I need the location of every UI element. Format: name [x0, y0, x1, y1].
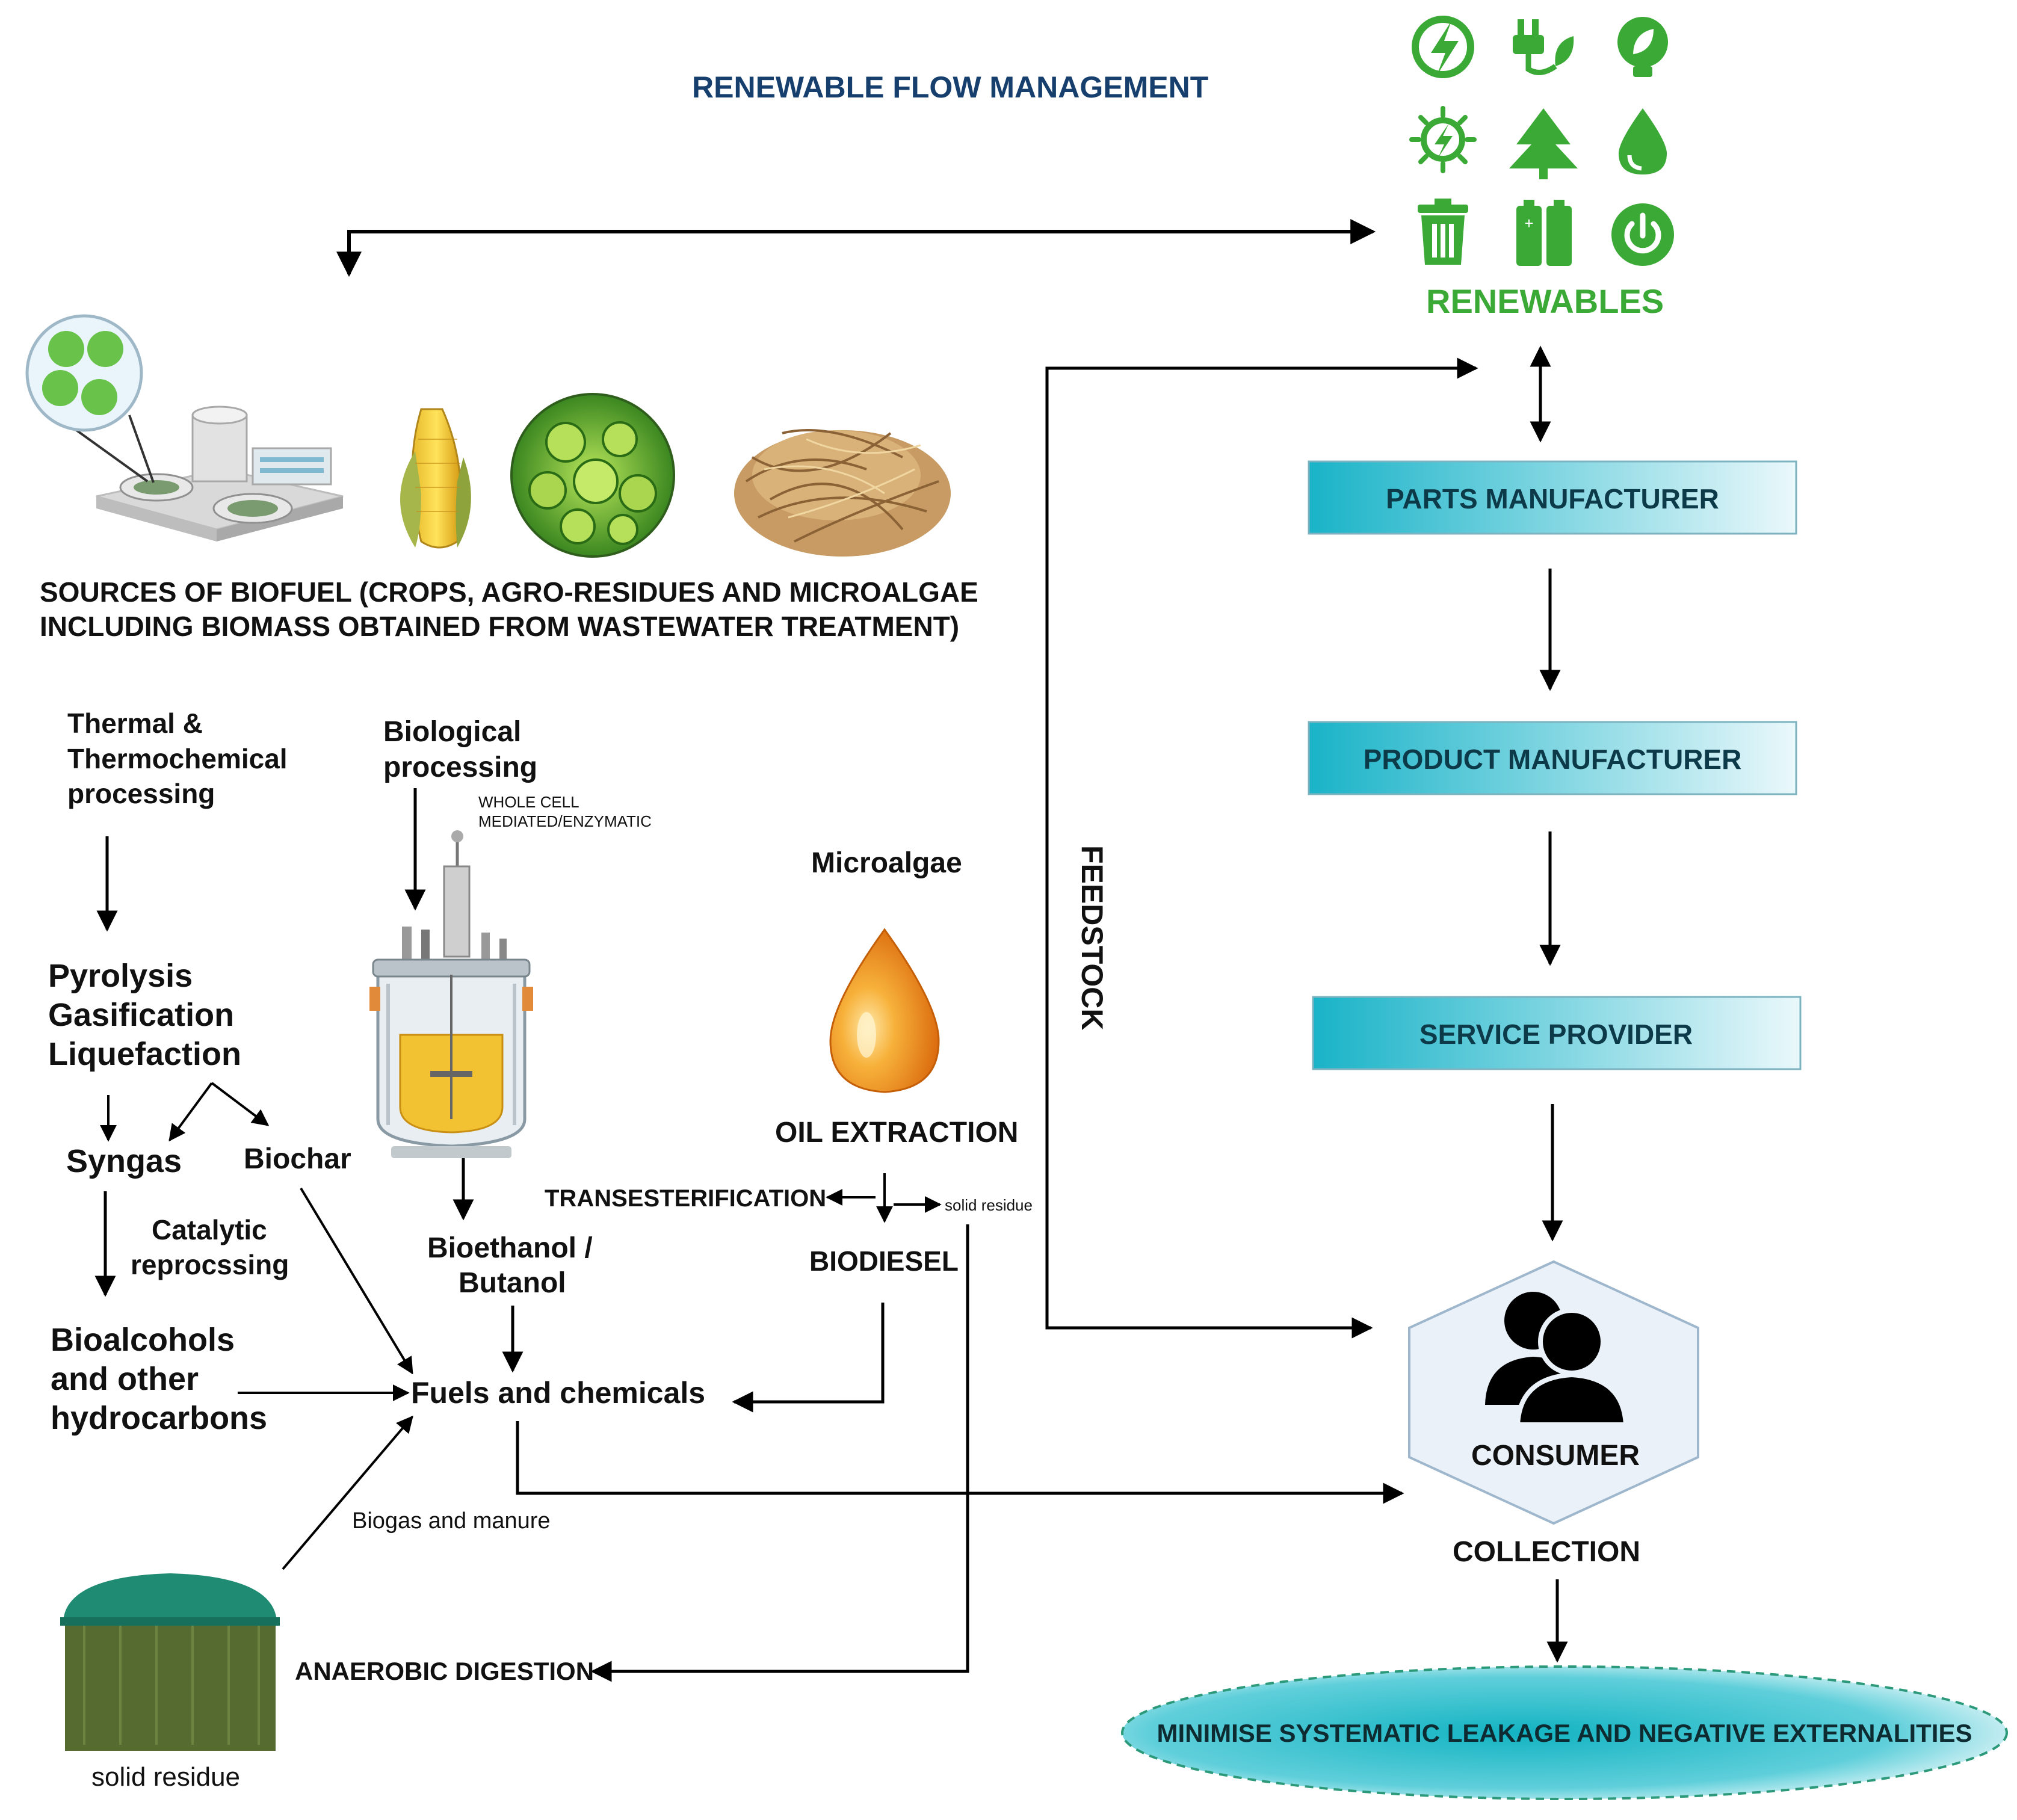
solid-residue-label: solid residue — [91, 1762, 240, 1792]
top-connector-arrow — [336, 219, 1376, 277]
solid-residue-to-anaerobic-arrow — [590, 1224, 969, 1682]
fuels-to-consumer-arrow — [516, 1421, 1404, 1504]
consumer-hexagon: CONSUMER — [1408, 1260, 1699, 1525]
syngas-label: Syngas — [66, 1143, 182, 1179]
trash-bin-icon — [1418, 199, 1468, 265]
parts-manufacturer-box: PARTS MANUFACTURER — [1308, 460, 1797, 535]
feedstock-to-renewables-arrow — [1045, 357, 1478, 665]
pyrolysis-branch-arrows — [100, 1082, 270, 1142]
biochar-label: Biochar — [244, 1143, 351, 1175]
collection-label: COLLECTION — [1453, 1536, 1640, 1568]
tree-icon — [1509, 108, 1578, 179]
biological-heading-line2: processing — [383, 751, 537, 783]
bioalcohols-label-line2: and other — [51, 1361, 199, 1397]
anaerobic-digestion-label: ANAEROBIC DIGESTION — [295, 1657, 594, 1685]
oil-extraction-label: OIL EXTRACTION — [775, 1117, 1018, 1149]
bioethanol-label-line2: Butanol — [459, 1267, 566, 1299]
bioalcohols-label-line1: Bioalcohols — [51, 1322, 235, 1358]
pyrolysis-label: Pyrolysis — [48, 958, 193, 994]
sources-caption-line1: SOURCES OF BIOFUEL (CROPS, AGRO-RESIDUES… — [40, 576, 978, 608]
consumer-people-icon — [1485, 1292, 1629, 1427]
oil-drop-illustration — [829, 928, 940, 1093]
fuels-and-chemicals-label: Fuels and chemicals — [411, 1376, 705, 1410]
agro-residue-straw-illustration — [734, 429, 951, 557]
thermal-heading-line2: Thermochemical — [67, 743, 288, 774]
liquefaction-label: Liquefaction — [48, 1036, 241, 1072]
page-title: RENEWABLE FLOW MANAGEMENT — [692, 70, 1208, 104]
service-provider-label: SERVICE PROVIDER — [1419, 1019, 1693, 1050]
service-provider-box: SERVICE PROVIDER — [1312, 996, 1802, 1070]
biodiesel-label: BIODIESEL — [809, 1245, 959, 1277]
sources-caption-line2: INCLUDING BIOMASS OBTAINED FROM WASTEWAT… — [40, 611, 959, 642]
biological-heading-line1: Biological — [383, 716, 521, 748]
bioethanol-label-line1: Bioethanol / — [427, 1232, 593, 1264]
parts-manufacturer-label: PARTS MANUFACTURER — [1386, 483, 1719, 514]
sun-bolt-icon — [1409, 106, 1477, 173]
bioreactor-illustration — [369, 830, 533, 1158]
plug-leaf-icon — [1513, 19, 1574, 75]
svg-text:+: + — [1524, 214, 1533, 232]
microalgae-illustration — [510, 393, 675, 558]
biochar-to-fuels-arrow — [300, 1187, 413, 1375]
water-drop-icon — [1619, 108, 1667, 174]
biogas-manure-label: Biogas and manure — [352, 1508, 551, 1534]
anaerobic-digester-illustration — [60, 1573, 280, 1751]
gasification-label: Gasification — [48, 997, 234, 1033]
battery-icon: + — [1516, 200, 1572, 266]
product-manufacturer-box: PRODUCT MANUFACTURER — [1308, 721, 1797, 795]
product-manufacturer-label: PRODUCT MANUFACTURER — [1364, 744, 1742, 775]
corn-illustration — [400, 408, 471, 549]
renewables-icon-grid: + — [1409, 16, 1674, 266]
thermal-heading-line1: Thermal & — [67, 708, 203, 739]
bulb-leaf-icon — [1617, 17, 1668, 77]
feedstock-label: FEEDSTOCK — [1075, 845, 1109, 1030]
renewables-label: RENEWABLES — [1426, 282, 1664, 320]
biogas-to-fuels-arrow — [282, 1415, 413, 1570]
microalgae-heading: Microalgae — [811, 847, 962, 879]
minimise-leakage-label: MINIMISE SYSTEMATIC LEAKAGE AND NEGATIVE… — [1157, 1719, 1972, 1747]
biological-note-line2: MEDIATED/ENZYMATIC — [478, 812, 652, 830]
bioalcohols-label-line3: hydrocarbons — [51, 1400, 267, 1436]
catalytic-label-line1: Catalytic — [152, 1214, 267, 1245]
lightning-icon — [1412, 16, 1474, 78]
biological-note-line1: WHOLE CELL — [478, 793, 579, 811]
wastewater-plant-illustration — [25, 314, 344, 541]
catalytic-label-line2: reprocssing — [131, 1249, 289, 1280]
consumer-label: CONSUMER — [1471, 1440, 1640, 1472]
power-icon — [1611, 203, 1674, 266]
transesterification-label: TRANSESTERIFICATION — [545, 1185, 826, 1212]
feedstock-to-consumer-arrow — [1045, 665, 1373, 1339]
biodiesel-to-fuels-arrow — [732, 1303, 885, 1413]
small-solid-residue-label: solid residue — [945, 1196, 1033, 1214]
thermal-heading-line3: processing — [67, 778, 215, 809]
minimise-leakage-ellipse: MINIMISE SYSTEMATIC LEAKAGE AND NEGATIVE… — [1121, 1665, 2008, 1800]
